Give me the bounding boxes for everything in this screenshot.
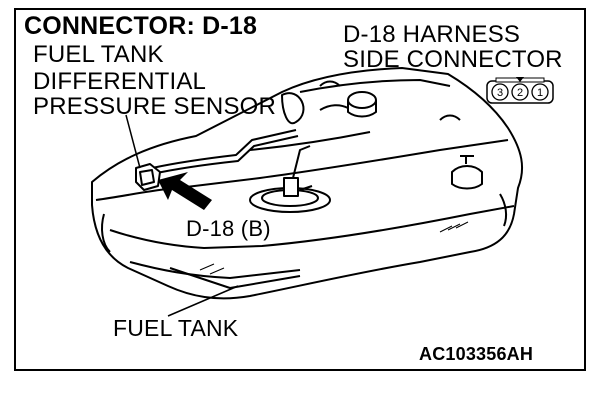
component-name-line-3: PRESSURE SENSOR bbox=[33, 93, 277, 120]
connector-arrow-icon bbox=[158, 172, 212, 210]
figure-code: AC103356AH bbox=[419, 344, 534, 364]
harness-connector-icon: 3 2 1 bbox=[486, 77, 554, 104]
fuel-tank-label: FUEL TANK bbox=[113, 315, 239, 341]
connector-callout-label: D-18 (B) bbox=[186, 216, 271, 241]
harness-label-line-1: D-18 HARNESS bbox=[343, 21, 521, 48]
pin-3 bbox=[491, 83, 509, 101]
component-name-line-2: DIFFERENTIAL bbox=[33, 68, 207, 95]
pin-3-label: 3 bbox=[497, 87, 503, 99]
component-name-line-1: FUEL TANK bbox=[33, 41, 164, 68]
pin-1-label: 1 bbox=[537, 87, 543, 99]
pin-1 bbox=[531, 83, 549, 101]
pin-2-label: 2 bbox=[517, 87, 523, 99]
fuel-tank-drawing bbox=[91, 67, 524, 300]
connector-title: CONNECTOR: D-18 bbox=[24, 12, 258, 40]
harness-label-line-2: SIDE CONNECTOR bbox=[343, 46, 563, 73]
pin-2 bbox=[511, 83, 529, 101]
leader-lines bbox=[125, 114, 239, 317]
